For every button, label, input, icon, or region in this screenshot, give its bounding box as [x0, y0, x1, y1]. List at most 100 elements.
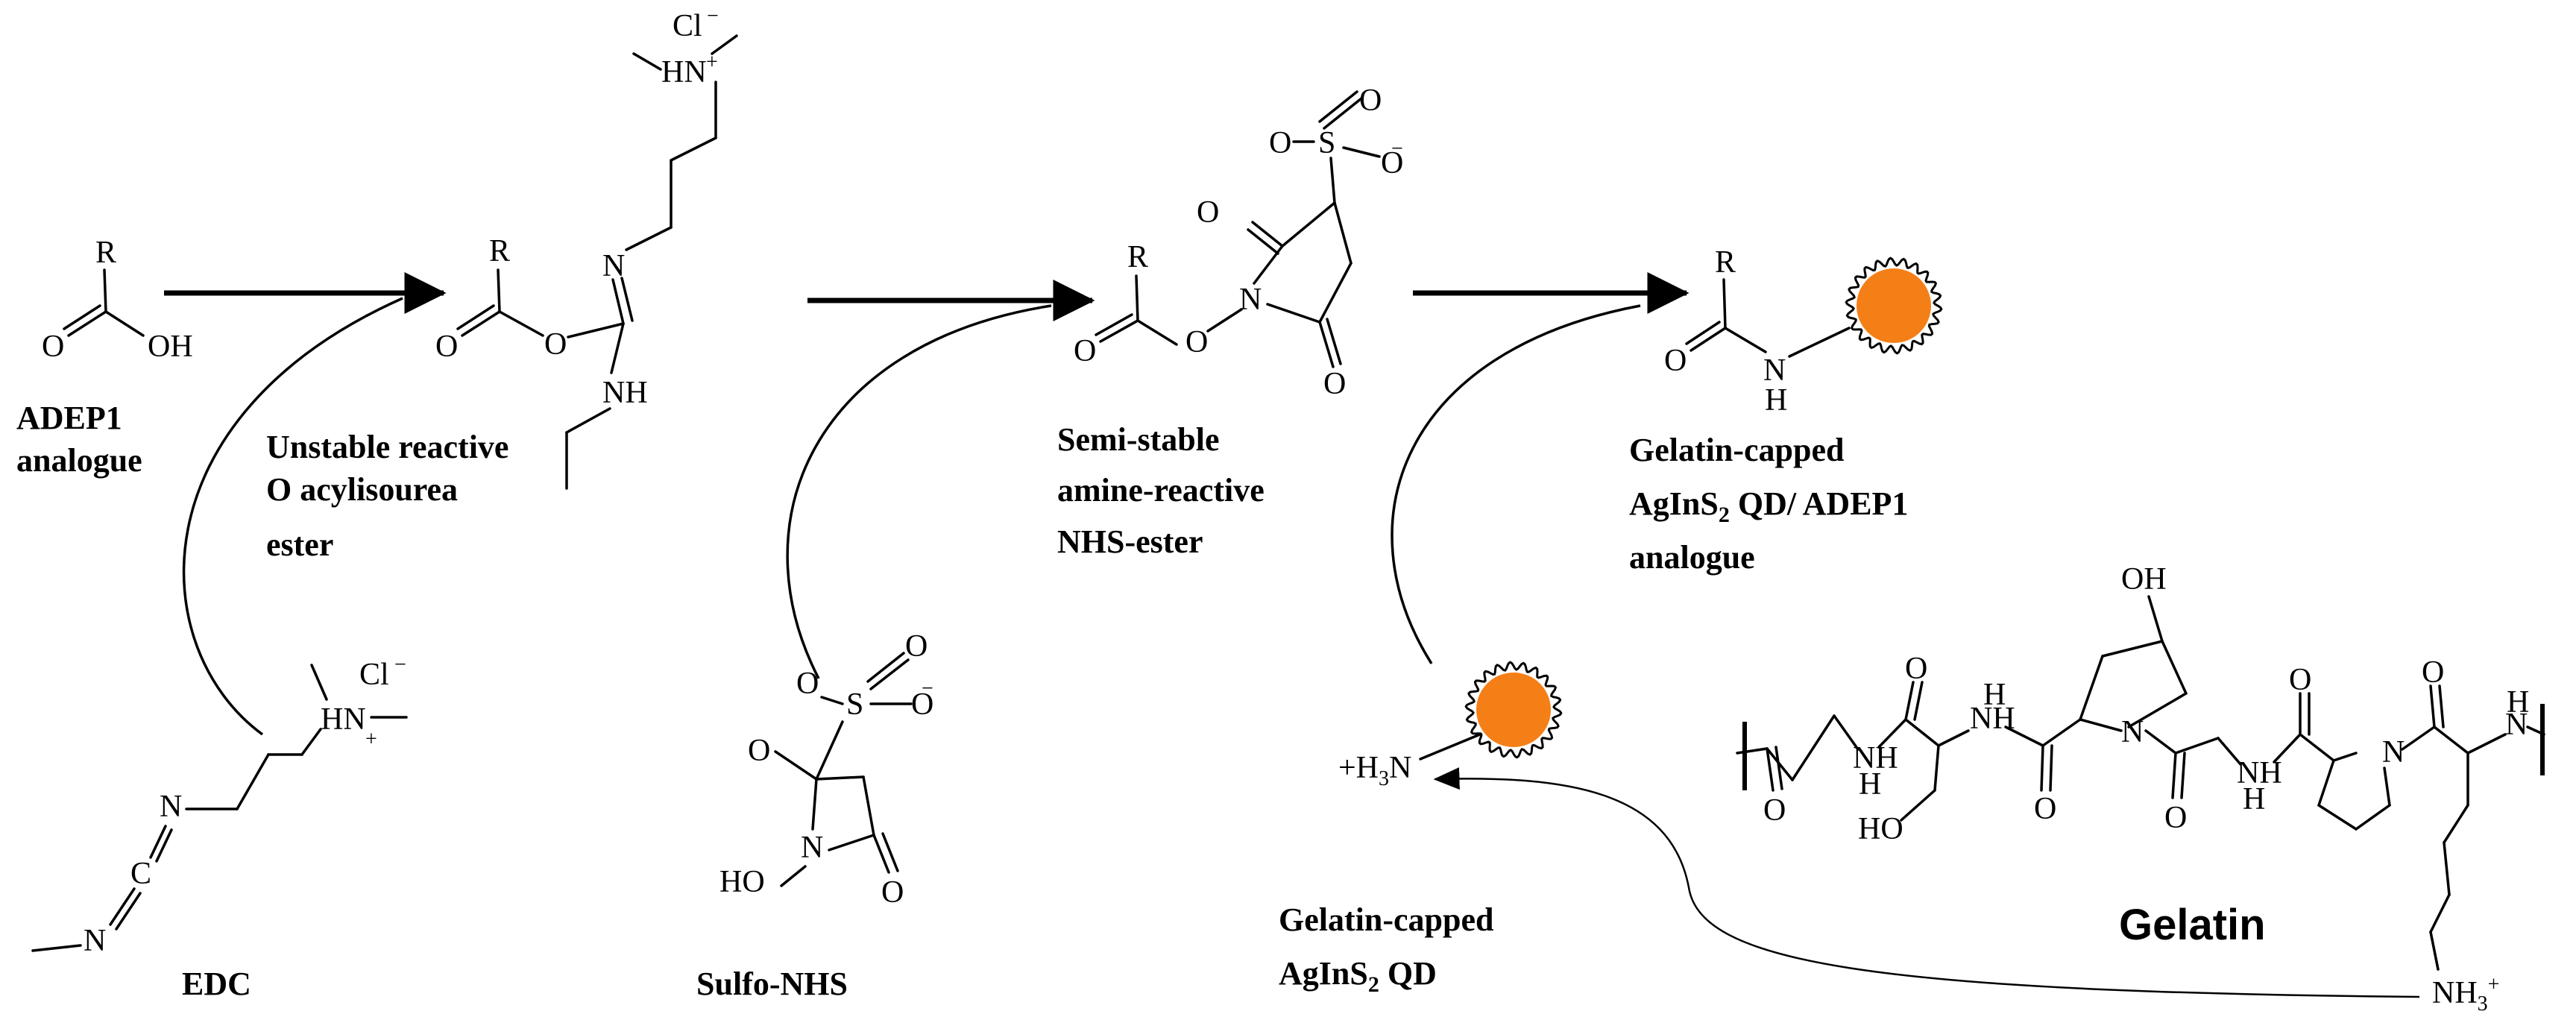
svg-text:H: H	[2507, 685, 2529, 720]
svg-text:S: S	[846, 687, 863, 722]
chloride-label: Cl	[673, 9, 702, 43]
charge-minus: −	[707, 4, 719, 28]
svg-text:R: R	[1127, 240, 1148, 274]
svg-text:O: O	[1905, 652, 1927, 686]
svg-text:R: R	[1715, 245, 1736, 280]
edc-caption: EDC	[182, 966, 251, 1002]
qd-amine-structure: +H3N	[1338, 661, 1563, 790]
r-group-label: R	[95, 236, 116, 270]
serine-oh-label: HO	[1858, 812, 1903, 846]
svg-text:O: O	[1664, 344, 1687, 378]
svg-text:N: N	[2505, 708, 2528, 742]
sulfo-nhs-caption: Sulfo-NHS	[696, 966, 848, 1002]
product-structure: R O N H	[1664, 245, 1943, 418]
carbonyl-o-label: O	[435, 330, 458, 364]
svg-text:O: O	[2289, 663, 2311, 697]
quantum-dot-product	[1845, 256, 1943, 355]
svg-text:O: O	[1074, 334, 1096, 368]
svg-text:N: N	[1239, 283, 1262, 317]
edc-curved-arrow	[182, 297, 403, 736]
svg-text:O: O	[1323, 367, 1346, 401]
qd-caption-line1: Gelatin-capped	[1279, 901, 1493, 938]
svg-text:O: O	[911, 687, 933, 722]
charge-minus: −	[394, 653, 406, 676]
svg-text:S: S	[1318, 126, 1335, 160]
peptide-nh-label: NH	[1853, 741, 1898, 775]
gelatin-structure: O NH H O HO NH H O N OH O NH H	[1736, 562, 2545, 1016]
hydroxyl-label: OH	[148, 330, 193, 364]
svg-text:H: H	[1983, 678, 2006, 712]
charge-minus: −	[1391, 137, 1403, 160]
carbonyl-o-label: O	[42, 330, 64, 364]
product-caption-line1: Gelatin-capped	[1629, 432, 1844, 468]
edc-n1-label: N	[84, 924, 106, 958]
svg-text:O: O	[905, 629, 928, 664]
edc-chloride-label: Cl	[359, 658, 389, 692]
sulfo-nhs-curved-arrow	[786, 304, 1052, 679]
hydroxyproline-oh-label: OH	[2121, 562, 2167, 596]
peptide-nh-label: NH	[1970, 702, 2015, 736]
gelatin-to-qd-arrow	[1433, 767, 2420, 998]
svg-text:O: O	[2034, 792, 2056, 826]
lysine-nh3-label: NH3+	[2432, 973, 2499, 1016]
unstable-caption-line3: ester	[266, 526, 333, 563]
semi-caption-line3: NHS-ester	[1057, 523, 1203, 560]
adep1-caption-line1: ADEP1	[16, 400, 122, 436]
acylisourea-structure: R O O N HN + Cl − NH	[435, 4, 738, 490]
adep1-structure: R O OH	[42, 236, 193, 364]
qd-core	[1476, 673, 1551, 747]
sulfo-nhs-structure: O N O S O O O − HO	[719, 629, 933, 910]
svg-text:N: N	[2382, 735, 2405, 769]
svg-text:O: O	[1185, 325, 1208, 359]
svg-text:O: O	[2422, 655, 2444, 690]
unstable-caption-line2: O acylisourea	[266, 471, 458, 508]
qd-curved-arrow	[1391, 304, 1641, 664]
svg-text:O: O	[796, 667, 819, 701]
product-caption-line3: analogue	[1629, 539, 1755, 576]
gelatin-shell	[1845, 256, 1943, 355]
charge-minus: −	[922, 677, 933, 700]
r-group-label: R	[489, 234, 510, 268]
quantum-dot-reactant	[1464, 661, 1563, 759]
semi-caption-line1: Semi-stable	[1057, 421, 1220, 458]
svg-text:H: H	[1765, 383, 1787, 418]
edc-structure: N C N HN + Cl −	[31, 653, 408, 958]
gelatin-shell	[1464, 661, 1563, 759]
svg-text:O: O	[1197, 195, 1219, 230]
svg-text:H: H	[1859, 767, 1881, 802]
nhs-ester-structure: R O O N O O S O O O −	[1074, 84, 1403, 401]
product-caption-line2: AgInS2 QD/ ADEP1	[1629, 485, 1908, 527]
svg-text:H: H	[2243, 782, 2265, 816]
unstable-caption-line1: Unstable reactive	[266, 429, 508, 465]
amine-nh-label: NH	[602, 376, 648, 410]
ammonium-label: +H3N	[1338, 751, 1411, 790]
charge-plus: +	[365, 728, 377, 751]
svg-text:O: O	[881, 875, 904, 910]
product-caption-rest: QD/ ADEP1	[1730, 485, 1909, 522]
ammonium-label: HN	[661, 55, 707, 89]
edc-n2-label: N	[160, 790, 182, 824]
svg-text:N: N	[801, 831, 823, 865]
adep1-caption-line2: analogue	[16, 442, 142, 479]
svg-text:C: C	[130, 857, 151, 891]
svg-text:O: O	[1269, 126, 1291, 160]
imine-n-label: N	[602, 249, 625, 283]
qd-caption-line2: AgInS2 QD	[1279, 955, 1437, 997]
svg-text:O: O	[748, 734, 770, 768]
svg-text:N: N	[2121, 715, 2144, 749]
gelatin-title: Gelatin	[2119, 901, 2266, 949]
charge-plus: +	[706, 51, 718, 74]
svg-text:O: O	[2164, 801, 2187, 835]
svg-text:N: N	[1763, 353, 1786, 388]
svg-text:O: O	[1359, 84, 1382, 118]
product-caption-agins: AgInS	[1629, 485, 1719, 522]
ester-o-label: O	[544, 327, 567, 362]
svg-text:O: O	[1763, 793, 1786, 828]
semi-caption-line2: amine-reactive	[1057, 472, 1265, 508]
edc-ammonium-label: HN	[321, 702, 366, 737]
qd-core	[1857, 268, 1931, 343]
svg-text:O: O	[1381, 146, 1403, 180]
hydroxyl-label: HO	[719, 865, 765, 899]
product-caption-subscript: 2	[1719, 503, 1730, 527]
